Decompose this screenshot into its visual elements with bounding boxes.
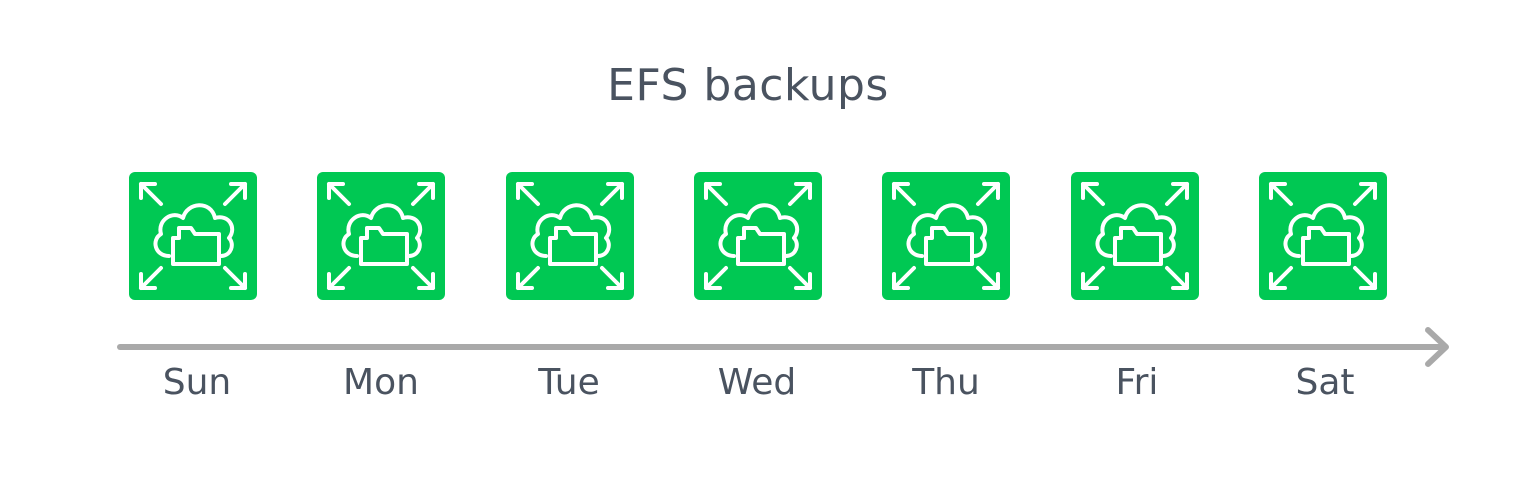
day-label-thu: Thu (912, 362, 980, 403)
day-label-fri: Fri (1115, 362, 1159, 403)
efs-icon-sun (129, 172, 257, 300)
day-label-sun: Sun (162, 362, 232, 403)
day-label-sat: Sat (1295, 362, 1355, 403)
efs-icon-fri (1071, 172, 1199, 300)
efs-icon-wed (694, 172, 822, 300)
efs-icon-sat (1259, 172, 1387, 300)
day-label-tue: Tue (538, 362, 600, 403)
day-label-mon: Mon (343, 362, 419, 403)
diagram-title: EFS backups (607, 60, 889, 111)
day-label-wed: Wed (717, 362, 797, 403)
efs-icon-tue (506, 172, 634, 300)
efs-icon-thu (882, 172, 1010, 300)
efs-icon-mon (317, 172, 445, 300)
